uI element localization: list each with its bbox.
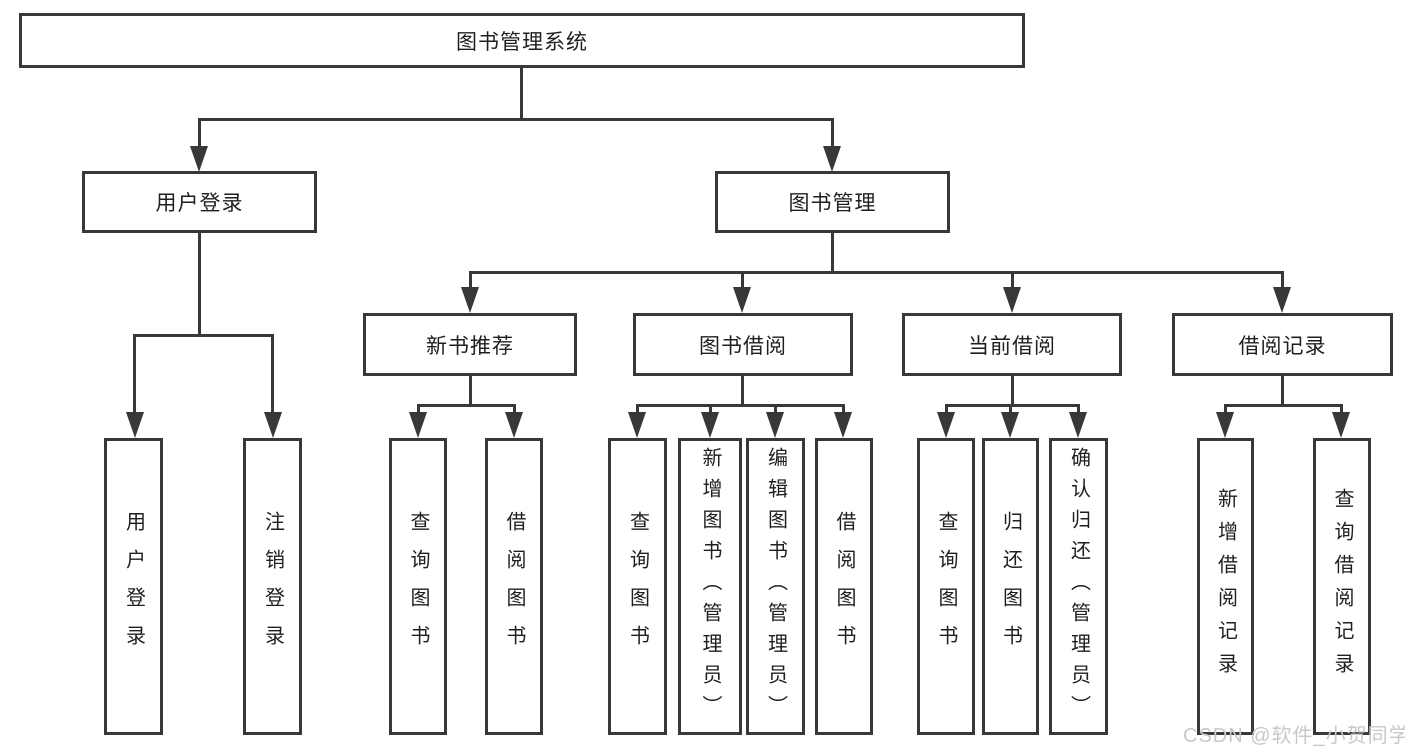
leaf-borrow-books-borrow: 借阅图书 xyxy=(815,438,873,735)
leaf-label: 查询图书 xyxy=(407,510,429,663)
node-new-book-recommend: 新书推荐 xyxy=(363,313,577,376)
connector-line xyxy=(271,334,274,416)
leaf-borrow-books-recommend: 借阅图书 xyxy=(485,438,543,735)
connector-line xyxy=(831,233,834,274)
arrow-down-icon xyxy=(1003,287,1021,313)
leaf-query-books-current: 查询图书 xyxy=(917,438,975,735)
connector-line xyxy=(1011,376,1014,407)
arrow-down-icon xyxy=(461,287,479,313)
connector-line xyxy=(636,404,844,407)
connector-line xyxy=(1009,404,1012,416)
connector-line xyxy=(1224,404,1227,416)
connector-line xyxy=(1281,271,1284,291)
leaf-return-books: 归还图书 xyxy=(982,438,1039,735)
csdn-watermark: CSDN @软件_小贺同学 xyxy=(1183,725,1405,747)
connector-line xyxy=(741,271,744,291)
connector-line xyxy=(469,271,472,291)
node-user-login: 用户登录 xyxy=(82,171,317,233)
node-label: 借阅记录 xyxy=(1238,334,1327,358)
leaf-confirm-return-admin: 确认归还（管理员） xyxy=(1049,438,1108,735)
leaf-query-books-recommend: 查询图书 xyxy=(389,438,447,735)
connector-line xyxy=(133,334,273,337)
connector-line xyxy=(469,376,472,407)
arrow-down-icon xyxy=(766,412,784,438)
arrow-down-icon xyxy=(1001,412,1019,438)
arrow-down-icon xyxy=(823,146,841,172)
connector-line xyxy=(945,404,1079,407)
node-current-borrow: 当前借阅 xyxy=(902,313,1122,376)
leaf-add-books-admin: 新增图书（管理员） xyxy=(678,438,742,735)
arrow-down-icon xyxy=(834,412,852,438)
node-label: 新书推荐 xyxy=(426,334,514,358)
leaf-label: 归还图书 xyxy=(999,510,1022,663)
leaf-label: 注销登录 xyxy=(261,510,284,663)
arrow-down-icon xyxy=(190,146,208,172)
leaf-label: 编辑图书（管理员） xyxy=(764,447,787,726)
node-label: 图书管理 xyxy=(788,192,877,215)
connector-line xyxy=(1011,271,1014,291)
connector-line xyxy=(1224,404,1342,407)
connector-line xyxy=(831,118,834,150)
arrow-down-icon xyxy=(505,412,523,438)
node-label: 用户登录 xyxy=(155,192,244,215)
arrow-down-icon xyxy=(1069,412,1087,438)
node-book-borrow: 图书借阅 xyxy=(633,313,853,376)
leaf-logout-login: 注销登录 xyxy=(243,438,302,735)
connector-line xyxy=(741,376,744,407)
leaf-label: 新增借阅记录 xyxy=(1214,487,1237,686)
connector-line xyxy=(417,404,420,416)
connector-line xyxy=(709,404,712,416)
leaf-label: 查询图书 xyxy=(935,510,957,663)
connector-line xyxy=(636,404,639,416)
leaf-query-books-borrow: 查询图书 xyxy=(608,438,667,735)
arrow-down-icon xyxy=(733,287,751,313)
connector-line xyxy=(520,68,523,120)
arrow-down-icon xyxy=(1216,412,1234,438)
leaf-add-borrow-record: 新增借阅记录 xyxy=(1197,438,1254,735)
arrow-down-icon xyxy=(628,412,646,438)
leaf-user-login: 用户登录 xyxy=(104,438,163,735)
arrow-down-icon xyxy=(126,412,144,438)
connector-line xyxy=(469,271,1282,274)
leaf-label: 查询图书 xyxy=(626,510,649,663)
node-label: 图书管理系统 xyxy=(456,30,588,54)
connector-line xyxy=(774,404,777,416)
arrow-down-icon xyxy=(264,412,282,438)
connector-line xyxy=(198,233,201,336)
connector-line xyxy=(198,118,834,121)
leaf-label: 借阅图书 xyxy=(503,510,525,663)
node-borrow-records: 借阅记录 xyxy=(1172,313,1393,376)
arrow-down-icon xyxy=(701,412,719,438)
node-label: 当前借阅 xyxy=(968,334,1056,358)
leaf-label: 用户登录 xyxy=(122,510,145,663)
leaf-label: 借阅图书 xyxy=(833,510,855,663)
arrow-down-icon xyxy=(1273,287,1291,313)
leaf-query-borrow-record: 查询借阅记录 xyxy=(1313,438,1371,735)
leaf-label: 查询借阅记录 xyxy=(1331,487,1353,686)
connector-line xyxy=(133,334,136,416)
leaf-edit-books-admin: 编辑图书（管理员） xyxy=(746,438,805,735)
node-book-management: 图书管理 xyxy=(715,171,950,233)
connector-line xyxy=(945,404,948,416)
arrow-down-icon xyxy=(937,412,955,438)
arrow-down-icon xyxy=(409,412,427,438)
node-label: 图书借阅 xyxy=(699,334,787,358)
connector-line xyxy=(1077,404,1080,416)
connector-line xyxy=(1340,404,1343,416)
connector-line xyxy=(1281,376,1284,407)
connector-line xyxy=(417,404,515,407)
connector-line xyxy=(513,404,516,416)
connector-line xyxy=(842,404,845,416)
leaf-label: 新增图书（管理员） xyxy=(699,447,721,726)
arrow-down-icon xyxy=(1332,412,1350,438)
connector-line xyxy=(198,118,201,150)
node-library-system: 图书管理系统 xyxy=(19,13,1025,68)
leaf-label: 确认归还（管理员） xyxy=(1067,447,1090,726)
